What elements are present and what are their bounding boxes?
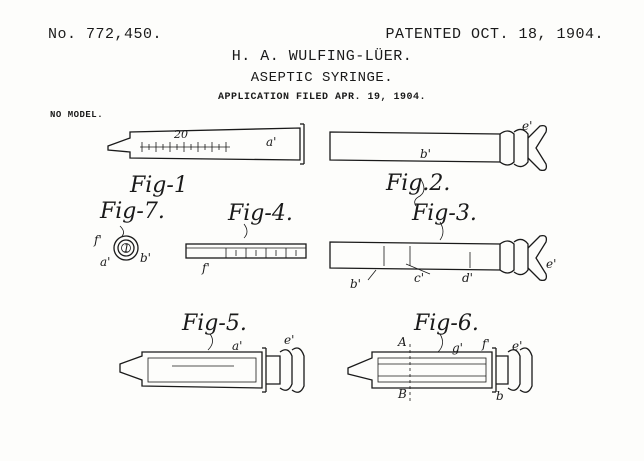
fig7-ref-a-prime: a' bbox=[100, 255, 110, 269]
inventor-name: H. A. WULFING-LÜER. bbox=[231, 48, 413, 65]
fig7-center-mark: 1 bbox=[123, 242, 130, 255]
figure-6-drawing: Fig-6. A B g' f' e' b bbox=[347, 311, 533, 404]
fig7-ref-b-prime: b' bbox=[140, 251, 151, 265]
figure-3-drawing: Fig-3. b' c' d' e' bbox=[329, 201, 556, 291]
fig6-ref-b: b bbox=[496, 389, 504, 403]
fig6-label: Fig-6. bbox=[413, 311, 479, 336]
fig1-label: Fig-1 bbox=[129, 173, 188, 198]
figure-1-drawing: 20 a' Fig-1 bbox=[107, 123, 305, 198]
fig3-ref-b-prime: b' bbox=[350, 277, 361, 291]
fig6-ref-e-prime: e' bbox=[512, 339, 522, 353]
fig3-ref-d-prime: d' bbox=[462, 271, 473, 285]
fig3-ref-e-prime: e' bbox=[546, 257, 556, 271]
fig4-ref-f-prime: f' bbox=[201, 261, 210, 275]
fig5-ref-a-prime: a' bbox=[232, 339, 242, 353]
fig3-ref-c-prime: c' bbox=[414, 271, 424, 285]
fig6-ref-g-prime: g' bbox=[452, 341, 463, 355]
fig3-label: Fig-3. bbox=[411, 201, 477, 226]
fig2-ref-b-prime: b' bbox=[420, 147, 431, 161]
fig6-ref-f-prime: f' bbox=[481, 337, 490, 351]
application-filed: APPLICATION FILED APR. 19, 1904. bbox=[217, 92, 427, 103]
fig6-section-B: B bbox=[397, 387, 407, 401]
fig5-ref-e-prime: e' bbox=[284, 333, 294, 347]
fig2-label: Fig.2. bbox=[385, 171, 450, 196]
fig1-ref-a-prime: a' bbox=[266, 135, 276, 149]
graduation-mark-label: 20 bbox=[173, 128, 188, 141]
patent-title: ASEPTIC SYRINGE. bbox=[250, 70, 394, 86]
model-note: NO MODEL. bbox=[50, 110, 104, 120]
fig4-label: Fig-4. bbox=[227, 201, 293, 226]
fig7-ref-f-prime: f' bbox=[93, 233, 102, 247]
figure-5-drawing: Fig-5. a' e' bbox=[119, 311, 305, 393]
fig7-label: Fig-7. bbox=[99, 199, 165, 224]
patent-number: No. 772,450. bbox=[48, 26, 163, 43]
fig6-section-A: A bbox=[397, 335, 407, 349]
fig5-label: Fig-5. bbox=[181, 311, 247, 336]
figure-4-drawing: Fig-4. f' bbox=[185, 201, 307, 275]
figure-2-drawing: b' e' Fig.2. bbox=[329, 119, 548, 207]
fig2-ref-e-prime: e' bbox=[522, 119, 532, 133]
patent-date: PATENTED OCT. 18, 1904. bbox=[385, 26, 604, 43]
figure-7-drawing: Fig-7. 1 f' a' b' bbox=[93, 199, 165, 269]
